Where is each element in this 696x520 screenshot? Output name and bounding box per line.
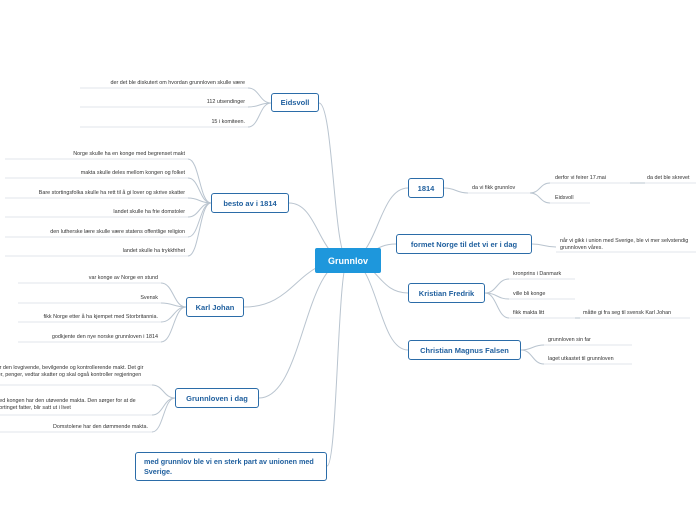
link-idag-leaf-2 xyxy=(151,397,176,433)
leaf-eidsvoll-3[interactable]: 15 i komiteen. xyxy=(211,119,245,125)
topic-karl-johan[interactable]: Karl Johan xyxy=(186,297,244,317)
link-idag-leaf-1 xyxy=(151,397,176,416)
leaf-eidsvoll-2[interactable]: 112 utsendinger xyxy=(206,99,245,105)
leaf-besto-3[interactable]: Bare stortingsfolka skulle ha rett til å… xyxy=(38,190,185,196)
link-karl-leaf-0 xyxy=(160,282,187,308)
leaf-karl-2[interactable]: Svensk xyxy=(140,295,158,301)
link-formet-leaf xyxy=(531,243,557,248)
link-falsen xyxy=(347,259,409,351)
leaf-besto-2[interactable]: makta skulle deles mellom kongen og folk… xyxy=(80,170,185,176)
link-kristian-leaf-2 xyxy=(484,292,510,319)
link-1814-sub-1 xyxy=(529,192,551,204)
link-falsen-leaf-0 xyxy=(520,344,545,351)
leaf-kristian-2[interactable]: ville bli konge xyxy=(513,291,546,297)
link-eidsvoll-leaf-2 xyxy=(247,102,272,128)
link-kristian-leaf-0 xyxy=(484,278,510,294)
leaf-idag-3[interactable]: Domstolene har den dømmende makta. xyxy=(53,424,148,430)
link-eidsvoll-leaf-0 xyxy=(247,87,272,104)
link-idag-leaf-0 xyxy=(151,384,176,399)
leaf-idag-2[interactable]: Regjeringen ved kongen har den utøvende … xyxy=(0,398,136,411)
link-besto-leaf-1 xyxy=(187,177,212,204)
topic-kristian-fredrik[interactable]: Kristian Fredrik xyxy=(408,283,485,303)
leaf-1814-1[interactable]: da vi fikk grunnlov xyxy=(472,185,516,191)
leaf-kristian-sub-1[interactable]: måtte gi fra seg til svensk Karl Johan xyxy=(583,310,672,316)
leaf-besto-4[interactable]: landet skulle ha frie domstoler xyxy=(113,209,185,215)
topic-1814[interactable]: 1814 xyxy=(408,178,444,198)
link-besto-leaf-5 xyxy=(187,202,212,257)
topic-grunnloven-i-dag[interactable]: Grunnloven i dag xyxy=(175,388,259,408)
link-falsen-leaf-1 xyxy=(520,349,545,365)
link-besto-leaf-4 xyxy=(187,202,212,238)
leaf-1814-subsub-1[interactable]: da det ble skrevet xyxy=(647,175,690,181)
leaf-1814-sub-2[interactable]: Eidsvoll xyxy=(555,195,574,201)
leaf-besto-5[interactable]: den lutherske lære skulle være statens o… xyxy=(50,229,185,235)
leaf-falsen-1[interactable]: grunnloven sin far xyxy=(548,337,591,343)
topic-eidsvoll[interactable]: Eidsvoll xyxy=(271,93,319,112)
link-1814-sub-0 xyxy=(529,182,551,194)
leaf-formet-1[interactable]: når vi gikk i union med Sverige, ble vi … xyxy=(560,238,689,251)
link-eidsvoll xyxy=(318,102,349,261)
leaf-idag-1[interactable]: Stortinget har den lovgivende, bevilgend… xyxy=(0,365,144,378)
leaf-karl-3[interactable]: fikk Norge etter å ha kjempet med Storbr… xyxy=(43,314,158,320)
link-besto-leaf-0 xyxy=(187,158,212,204)
link-sterk xyxy=(326,259,349,467)
central-topic[interactable]: Grunnlov xyxy=(315,248,381,273)
link-1814-leaf xyxy=(443,187,469,194)
leaf-besto-6[interactable]: landet skulle ha trykkfrihet xyxy=(122,248,185,254)
leaf-karl-1[interactable]: var konge av Norge en stund xyxy=(88,275,158,281)
leaf-falsen-2[interactable]: laget utkastet til grunnloven xyxy=(548,356,614,362)
leaf-eidsvoll-1[interactable]: der det ble diskutert om hvordan grunnlo… xyxy=(110,80,245,86)
topic-formet-norge[interactable]: formet Norge til det vi er i dag xyxy=(396,234,532,254)
topic-besto-av-1814[interactable]: besto av i 1814 xyxy=(211,193,289,213)
leaf-1814-sub-1[interactable]: derfor vi feirer 17.mai xyxy=(555,175,606,181)
link-idag xyxy=(258,259,349,399)
topic-christian-magnus-falsen[interactable]: Christian Magnus Falsen xyxy=(408,340,521,360)
leaf-besto-1[interactable]: Norge skulle ha en konge med begrenset m… xyxy=(73,151,185,157)
link-karl-leaf-3 xyxy=(160,306,187,343)
link-karl-leaf-1 xyxy=(160,302,187,308)
leaf-karl-4[interactable]: godkjente den nye norske grunnloven i 18… xyxy=(51,334,158,340)
leaf-kristian-3[interactable]: fikk makta litt xyxy=(513,310,545,316)
link-karl-leaf-2 xyxy=(160,306,187,323)
leaf-kristian-1[interactable]: kronprins i Danmark xyxy=(513,271,562,277)
topic-sterk-part[interactable]: med grunnlov ble vi en sterk part av uni… xyxy=(135,452,327,481)
